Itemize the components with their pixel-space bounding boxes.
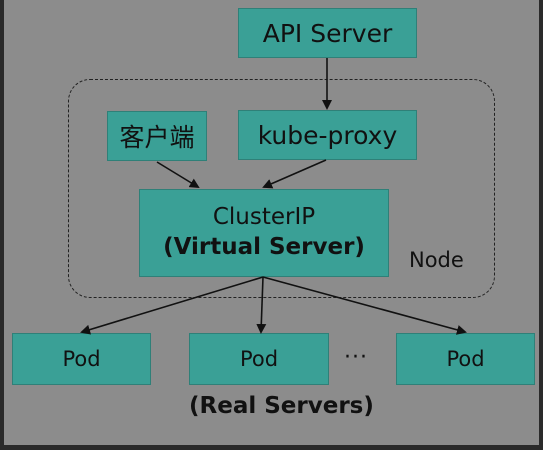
node-label: Node xyxy=(409,248,464,272)
arrow-clusterip-to-pod-1 xyxy=(80,276,264,335)
kube-proxy-box: kube-proxy xyxy=(238,110,417,160)
arrow-clusterip-to-pod-3 xyxy=(262,276,467,335)
arrow-kubeproxy-to-clusterip xyxy=(262,159,327,189)
kube-proxy-label: kube-proxy xyxy=(257,120,398,150)
pod-box-1: Pod xyxy=(12,333,151,385)
client-box: 客户端 xyxy=(107,111,207,161)
virtual-server-label: (Virtual Server) xyxy=(163,234,365,260)
api-server-label: API Server xyxy=(262,18,393,48)
pod-label: Pod xyxy=(62,347,101,371)
ellipsis: ··· xyxy=(344,345,368,370)
arrow-client-to-clusterip xyxy=(156,161,200,189)
cluster-ip-label: ClusterIP xyxy=(212,204,316,231)
arrow-clusterip-to-pod-2 xyxy=(256,276,267,334)
api-server-box: API Server xyxy=(238,8,417,58)
real-servers-label: (Real Servers) xyxy=(189,393,374,419)
pod-label: Pod xyxy=(239,347,279,371)
client-label: 客户端 xyxy=(119,123,195,152)
node-boundary xyxy=(68,79,495,298)
pod-box-2: Pod xyxy=(189,333,329,385)
pod-label: Pod xyxy=(446,347,485,371)
pod-box-3: Pod xyxy=(396,333,535,385)
